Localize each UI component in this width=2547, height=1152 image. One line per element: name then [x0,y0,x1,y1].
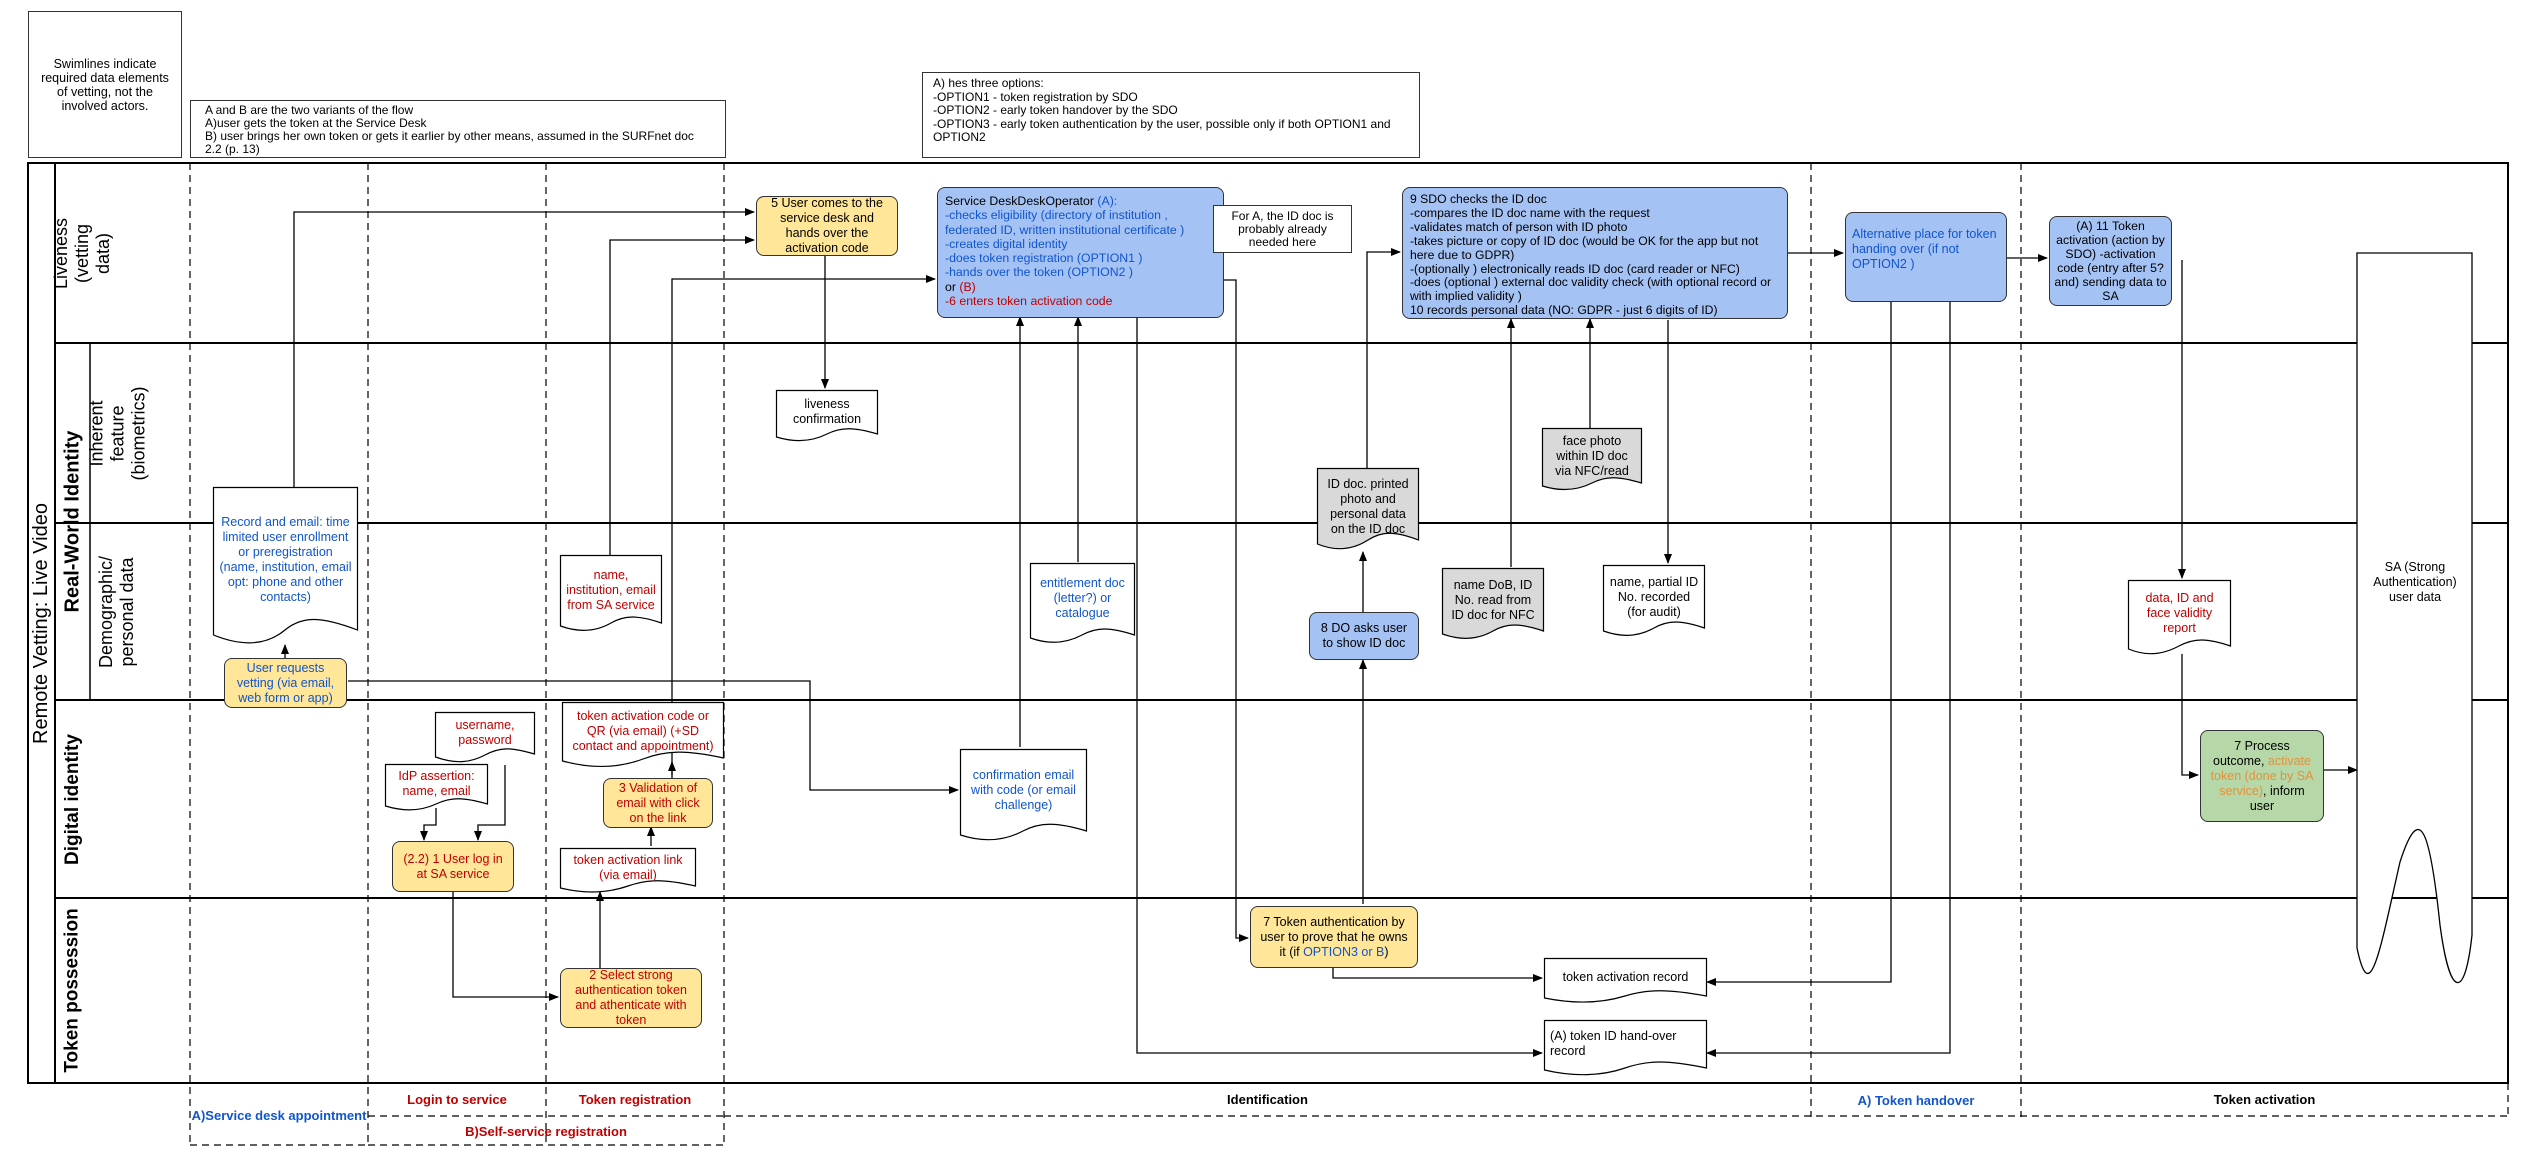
lane-token-possession: Token possession [62,908,84,1073]
name-institution-doc: name, institution, email from SA service [559,554,663,635]
phase-token-registration: Token registration [578,1092,692,1107]
id-doc-printed-doc: ID doc. printed photo and personal data … [1316,467,1420,554]
process-outcome-step: 7 Process outcome, activate token (done … [2200,730,2324,822]
token-activation-step: (A) 11 Token activation (action by SDO) … [2049,216,2172,306]
phase-self-service: B)Self-service registration [465,1124,627,1139]
confirmation-email-doc: confirmation email with code (or email c… [959,748,1088,845]
lane-demographic: Demographic/ personal data [96,555,138,668]
liveness-confirmation-doc: liveness confirmation [775,389,879,444]
idp-assertion-doc: IdP assertion: name, email [384,763,489,812]
user-comes-step: 5 User comes to the service desk and han… [756,196,898,256]
username-password-doc: username, password [434,711,536,764]
name-dob-doc: name DoB, ID No. read from ID doc for NF… [1441,567,1545,643]
sdo-checks-id-step: 9 SDO checks the ID doc -compares the ID… [1402,187,1788,319]
service-desk-operator-step: Service DeskDeskOperator (A): -checks el… [937,187,1224,318]
phase-identification: Identification [1227,1092,1308,1107]
token-handover-record-doc: (A) token ID hand-over record [1543,1019,1708,1078]
do-asks-id-step: 8 DO asks user to show ID doc [1309,612,1419,660]
variants-note: A and B are the two variants of the flow… [190,100,726,158]
phase-login: Login to service [407,1092,507,1107]
alternative-place-step: Alternative place for token handing over… [1845,212,2007,302]
token-activation-code-doc: token activation code or QR (via email) … [561,701,725,770]
validity-report-doc: data, ID and face validity report [2127,579,2232,660]
phase-token-handover: A) Token handover [1857,1093,1975,1108]
options-note: A) hes three options: -OPTION1 - token r… [922,72,1420,158]
lane-digital-identity: Digital identity [62,733,83,865]
token-activation-link-doc: token activation link (via email) [559,847,697,894]
phase-token-activation: Token activation [2213,1092,2316,1107]
token-activation-record-doc: token activation record [1543,957,1708,1004]
entitlement-doc: entitlement doc (letter?) or catalogue [1029,562,1136,648]
select-token-step: 2 Select strong authentication token and… [560,968,702,1028]
sa-user-data-label: SA (Strong Authentication) user data [2373,560,2457,604]
lane-inherent: Inherent feature (biometrics) [86,385,149,481]
user-requests-vetting: User requests vetting (via email, web fo… [224,658,347,708]
sa-user-data-shape [2356,252,2473,984]
swimlines-note: Swimlines indicate required data element… [28,11,182,158]
validation-step: 3 Validation of email with click on the … [603,778,713,828]
pool-title: Remote Vetting: Live Video [30,502,52,744]
for-a-note: For A, the ID doc is probably already ne… [1213,205,1352,253]
user-login-step: (2.2) 1 User log in at SA service [392,841,514,892]
phase-service-desk: A)Service desk appointment [191,1108,367,1123]
group-label-real-world: Real-World Identity [61,430,83,613]
lane-liveness: Liveness (vetting data) [51,217,114,289]
record-and-email-doc: Record and email: time limited user enro… [212,486,359,647]
token-authentication-step: 7 Token authentication by user to prove … [1250,906,1418,968]
face-photo-doc: face photo within ID doc via NFC/read [1541,427,1643,494]
name-partial-doc: name, partial ID No. recorded (for audit… [1602,564,1706,640]
